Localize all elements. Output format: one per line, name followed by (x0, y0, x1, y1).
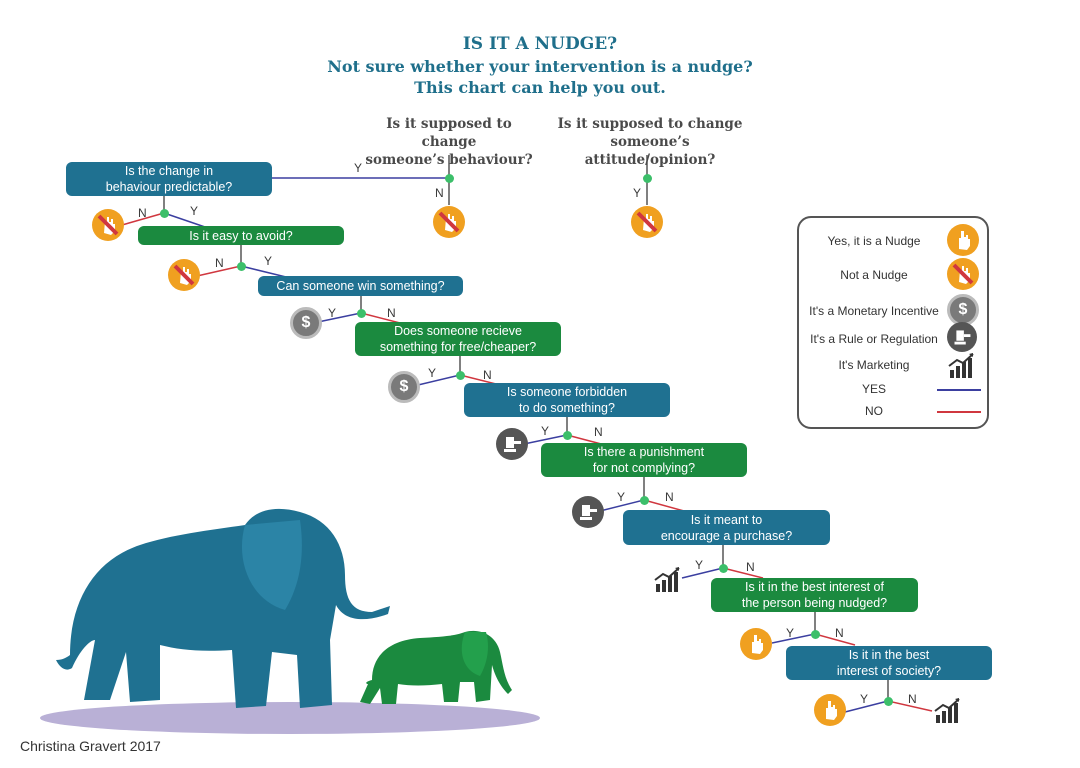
question-box-predictable: Is the change in behaviour predictable? (66, 162, 272, 196)
yes-label: Y (695, 558, 704, 572)
dollar-coin-icon: $ (388, 371, 420, 403)
yes-label: Y (860, 692, 869, 706)
question-box-best-interest-person: Is it in the best interest of the person… (711, 578, 918, 612)
hand-pointer-icon (947, 224, 979, 256)
no-entry-icon (92, 209, 124, 241)
legend-yes-line (937, 389, 981, 391)
page-title: IS IT A NUDGE? (462, 34, 618, 54)
yes-label: Y (354, 161, 363, 175)
subtitle-line-2: This chart can help you out. (414, 78, 666, 97)
question-box-win-something: Can someone win something? (258, 276, 463, 296)
gavel-icon (496, 428, 528, 460)
question-box-punishment: Is there a punishment for not complying? (541, 443, 747, 477)
no-label: N (908, 692, 917, 706)
yes-label: Y (633, 186, 642, 200)
hand-pointer-icon (814, 694, 846, 726)
subtitle-line-1: Not sure whether your intervention is a … (327, 57, 753, 76)
no-label: N (435, 186, 444, 200)
hand-pointer-icon (740, 628, 772, 660)
legend: Yes, it is a Nudge Not a Nudge It's a Mo… (797, 216, 989, 429)
question-box-best-interest-society: Is it in the best interest of society? (786, 646, 992, 680)
question-attitude: Is it supposed to change someone’s attit… (557, 116, 743, 168)
question-box-free-cheaper: Does someone recieve something for free/… (355, 322, 561, 356)
author-credit: Christina Gravert 2017 (20, 738, 161, 754)
branch-node (563, 431, 572, 440)
no-label: N (594, 425, 603, 439)
branch-node (357, 309, 366, 318)
yes-label: Y (786, 626, 795, 640)
gavel-icon (572, 496, 604, 528)
legend-nudge-label: Yes, it is a Nudge (827, 234, 921, 248)
question-box-purchase: Is it meant to encourage a purchase? (623, 510, 830, 545)
no-label: N (483, 368, 492, 382)
no-label: N (665, 490, 674, 504)
yes-label: Y (428, 366, 437, 380)
legend-marketing-label: It's Marketing (838, 358, 910, 372)
branch-node (640, 496, 649, 505)
yes-label: Y (617, 490, 626, 504)
legend-yes-label: YES (861, 382, 886, 396)
legend-rule-label: It's a Rule or Regulation (810, 332, 938, 346)
branch-node (445, 174, 454, 183)
legend-no-line (937, 411, 981, 413)
yes-label: Y (264, 254, 273, 268)
yes-label: Y (190, 204, 199, 218)
question-box-easy-to-avoid: Is it easy to avoid? (138, 226, 344, 245)
no-entry-icon (433, 206, 465, 238)
branch-node (456, 371, 465, 380)
branch-node (719, 564, 728, 573)
branch-node (237, 262, 246, 271)
legend-monetary-label: It's a Monetary Incentive (809, 304, 939, 318)
no-label: N (138, 206, 147, 220)
question-behaviour: Is it supposed to change someone’s behav… (365, 116, 533, 168)
no-entry-icon (631, 206, 663, 238)
question-box-forbidden: Is someone forbidden to do something? (464, 383, 670, 417)
no-entry-icon (947, 258, 979, 290)
chart-rising-icon (653, 566, 683, 594)
branch-node (884, 697, 893, 706)
no-label: N (387, 306, 396, 320)
dollar-coin-icon: $ (290, 307, 322, 339)
branch-node (160, 209, 169, 218)
elephant-illustration (40, 508, 540, 734)
yes-label: Y (328, 306, 337, 320)
yes-label: Y (541, 424, 550, 438)
no-label: N (835, 626, 844, 640)
no-label: N (215, 256, 224, 270)
chart-rising-icon (947, 352, 977, 380)
no-label: N (746, 560, 755, 574)
branch-node (811, 630, 820, 639)
chart-rising-icon (933, 697, 963, 725)
legend-no-label: NO (865, 404, 883, 418)
gavel-icon (947, 322, 977, 352)
legend-not-nudge-label: Not a Nudge (840, 268, 908, 282)
no-entry-icon (168, 259, 200, 291)
branch-node (643, 174, 652, 183)
